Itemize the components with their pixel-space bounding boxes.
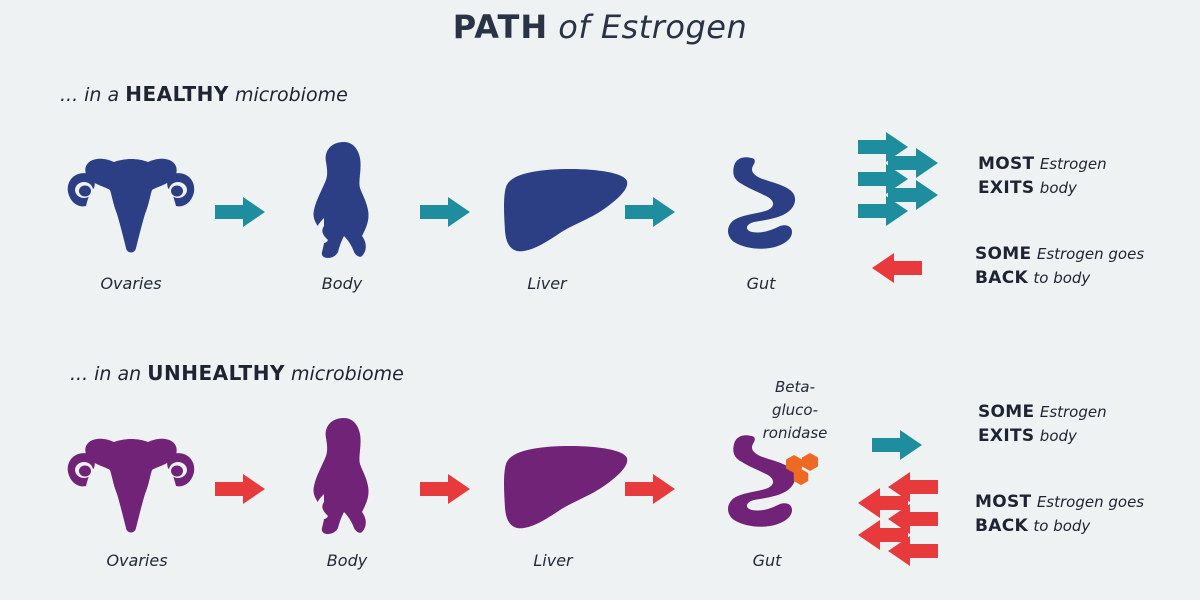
healthy-outcome-return: SOME Estrogen goes BACK to body bbox=[975, 244, 1145, 288]
label-liver: Liver bbox=[527, 274, 567, 293]
unhealthy-heading: ... in an UNHEALTHY microbiome bbox=[70, 361, 404, 385]
page-title: PATH of Estrogen bbox=[452, 8, 748, 46]
arrow-right-icon bbox=[215, 197, 265, 227]
label-ovaries: Ovaries bbox=[100, 274, 162, 293]
female-body-icon bbox=[302, 140, 382, 260]
arrow-right-icon bbox=[420, 197, 470, 227]
liver-icon bbox=[500, 442, 630, 532]
arrow-right-icon bbox=[625, 197, 675, 227]
arrow-right-icon bbox=[625, 474, 675, 504]
label-liver: Liver bbox=[533, 551, 573, 570]
uterus-icon bbox=[66, 150, 196, 260]
liver-icon bbox=[500, 165, 630, 255]
healthy-outcome-exit: MOST Estrogen EXITS body bbox=[978, 154, 1107, 198]
label-gut: Gut bbox=[746, 274, 776, 293]
arrow-left-icon bbox=[888, 536, 938, 566]
enzyme-molecule-icon bbox=[792, 468, 810, 486]
arrow-left-icon bbox=[872, 253, 922, 283]
label-ovaries: Ovaries bbox=[106, 551, 168, 570]
label-gut: Gut bbox=[752, 551, 782, 570]
unhealthy-outcome-return: MOST Estrogen goes BACK to body bbox=[975, 492, 1145, 536]
uterus-icon bbox=[66, 430, 196, 540]
enzyme-label: Beta- gluco- ronidase bbox=[762, 378, 828, 442]
female-body-icon bbox=[302, 416, 382, 536]
label-body: Body bbox=[326, 551, 368, 570]
arrow-right-icon bbox=[215, 474, 265, 504]
unhealthy-outcome-exit: SOME Estrogen EXITS body bbox=[978, 402, 1107, 446]
healthy-heading: ... in a HEALTHY microbiome bbox=[60, 82, 348, 106]
arrow-right-icon bbox=[872, 430, 922, 460]
arrow-right-icon bbox=[420, 474, 470, 504]
arrow-right-icon bbox=[858, 196, 908, 226]
intestine-icon bbox=[718, 152, 808, 262]
label-body: Body bbox=[321, 274, 363, 293]
